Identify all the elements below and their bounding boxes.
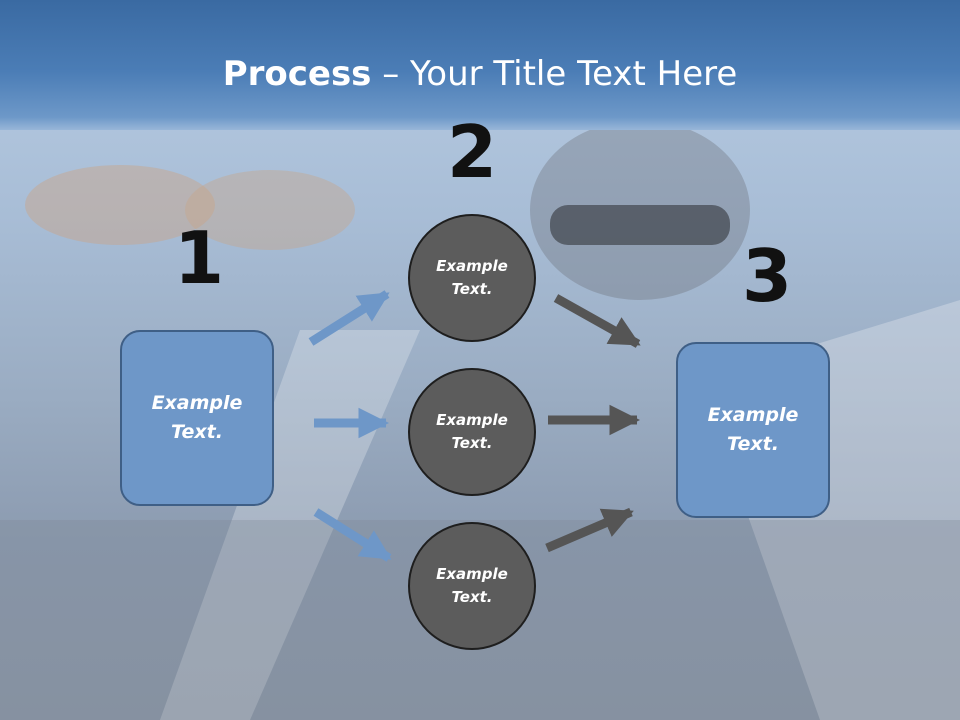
circle-bottom-text: Example Text. (436, 565, 508, 606)
title-bold: Process (222, 54, 372, 94)
light-bar-shape (25, 165, 215, 245)
arrow-1-to-top (308, 290, 390, 346)
title-band (0, 0, 960, 130)
circle-middle-text: Example Text. (436, 411, 508, 452)
step-3-box: Example Text. (676, 342, 830, 518)
title-rest: – Your Title Text Here (371, 54, 738, 94)
slide-title: Process – Your Title Text Here (0, 52, 960, 96)
arrow-bottom-to-3 (545, 507, 634, 553)
step-number-2: 2 (446, 110, 498, 194)
step-number-3: 3 (741, 234, 793, 318)
light-bar-shape (185, 170, 355, 250)
step-2-circle-middle: Example Text. (408, 368, 536, 496)
step-2-circle-bottom: Example Text. (408, 522, 536, 650)
circle-top-text: Example Text. (436, 257, 508, 298)
step-2-circle-top: Example Text. (408, 214, 536, 342)
arrow-top-to-3 (553, 294, 641, 348)
step-1-text: Example Text. (151, 392, 243, 443)
sunglasses-shape (550, 205, 730, 245)
arrow-1-to-bottom (313, 508, 392, 562)
step-number-1: 1 (173, 216, 225, 300)
step-1-box: Example Text. (120, 330, 274, 506)
step-3-text: Example Text. (707, 404, 799, 455)
